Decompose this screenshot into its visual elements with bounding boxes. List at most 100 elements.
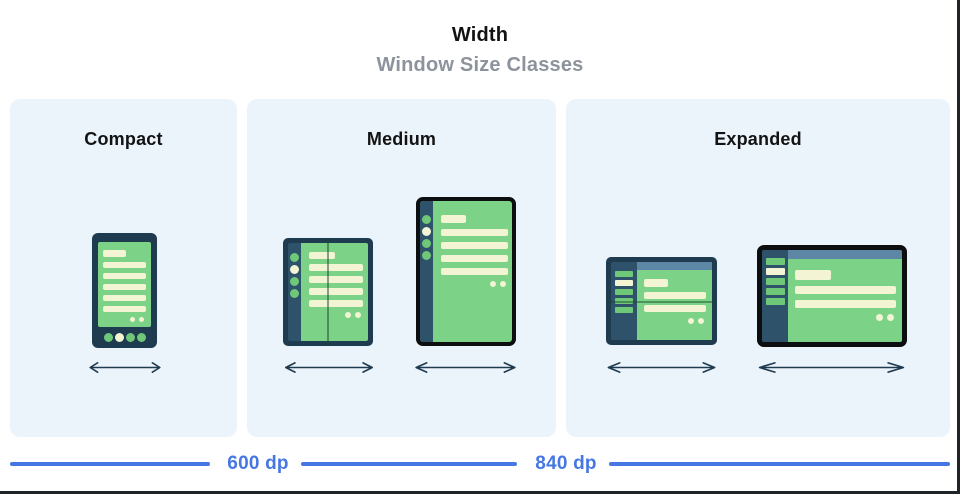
width-arrow-icon [605,361,718,374]
landscape-foldable-illustration [606,257,717,345]
sidebar-item [765,258,785,265]
sidebar-nav [611,262,637,340]
rail-dot [290,277,299,286]
panel-expanded: Expanded [566,99,950,437]
device-screen [637,270,712,340]
sidebar-item [615,307,633,313]
device-main-area [788,250,902,342]
screen-dot [490,281,496,287]
ruler-line-segment [10,462,210,466]
sidebar-item [615,280,633,286]
ruler-label-600dp: 600 dp [227,453,289,474]
screen-dot [355,312,361,318]
phone-screen [98,242,151,327]
sidebar-item [615,298,633,304]
text-line [441,268,508,275]
text-line [103,262,146,268]
ruler-label-840dp: 840 dp [535,453,597,474]
rail-dot [290,265,299,274]
panel-compact-title: Compact [84,129,163,149]
nav-dot [114,333,124,342]
device-screen [788,259,902,342]
tablet-portrait-illustration [416,197,516,346]
rail-dot [422,215,431,224]
sidebar-item [765,268,785,275]
nav-dot [136,333,146,342]
screen-dot [130,317,135,322]
app-top-bar [637,262,712,270]
width-arrow-icon [755,361,908,374]
text-line [103,250,126,257]
screen-dots [644,318,706,324]
sidebar-item [765,278,785,285]
text-line [644,305,706,312]
screen-dots [309,312,363,318]
screen-dot [887,314,894,321]
nav-rail [288,243,301,341]
width-arrow-icon [283,361,375,374]
text-line [309,276,363,283]
sidebar-item [765,288,785,295]
text-line [309,264,363,271]
panel-medium-title: Medium [366,129,437,149]
sidebar-item [765,298,785,305]
breakpoint-ruler: 600 dp 840 dp [0,450,960,480]
tablet-landscape-illustration [757,245,907,347]
text-line [103,273,146,279]
screen-dot [698,318,704,324]
screen-dot [876,314,883,321]
device-main-area [637,262,712,340]
screen-dots [795,314,896,321]
sidebar-item [615,289,633,295]
size-class-panels: Compact [10,99,950,437]
rail-dot [290,289,299,298]
ruler-line-segment [609,462,950,466]
panel-medium: Medium [247,99,556,437]
width-arrow-icon [88,361,162,374]
screen-dot [345,312,351,318]
text-line [309,300,363,307]
phone-nav-bar [98,327,151,348]
page-title: Width [451,24,509,46]
text-line [441,215,466,223]
text-line [103,306,146,312]
phone-illustration [92,233,157,348]
text-line [441,255,508,262]
text-line [103,284,146,290]
text-line [795,286,896,294]
text-line [644,292,706,299]
text-line [644,279,668,287]
text-line [795,300,896,308]
fold-line [606,301,717,303]
panel-compact: Compact [10,99,237,437]
ruler-line-segment [301,462,517,466]
foldable-illustration [283,238,373,346]
screen-dot [500,281,506,287]
text-line [103,295,146,301]
nav-rail [420,201,433,342]
rail-dot [422,239,431,248]
text-line [441,229,508,236]
diagram-header: Width Window Size Classes [0,24,960,77]
screen-dot [688,318,694,324]
screenshot-edge [957,0,960,494]
screenshot-edge [0,491,960,494]
text-line [309,252,335,259]
sidebar-item [615,271,633,277]
screen-dots [103,317,146,322]
rail-dot [290,253,299,262]
width-arrow-icon [413,361,518,374]
text-line [309,288,363,295]
nav-dot [125,333,135,342]
text-line [441,242,508,249]
sidebar-nav [762,250,788,342]
fold-line [327,238,329,346]
rail-dot [422,251,431,260]
panel-expanded-title: Expanded [714,129,802,149]
page-subtitle: Window Size Classes [376,54,584,76]
text-line [795,270,831,280]
nav-dot [103,333,113,342]
foldable-screen [301,243,368,341]
tablet-screen [433,201,512,342]
